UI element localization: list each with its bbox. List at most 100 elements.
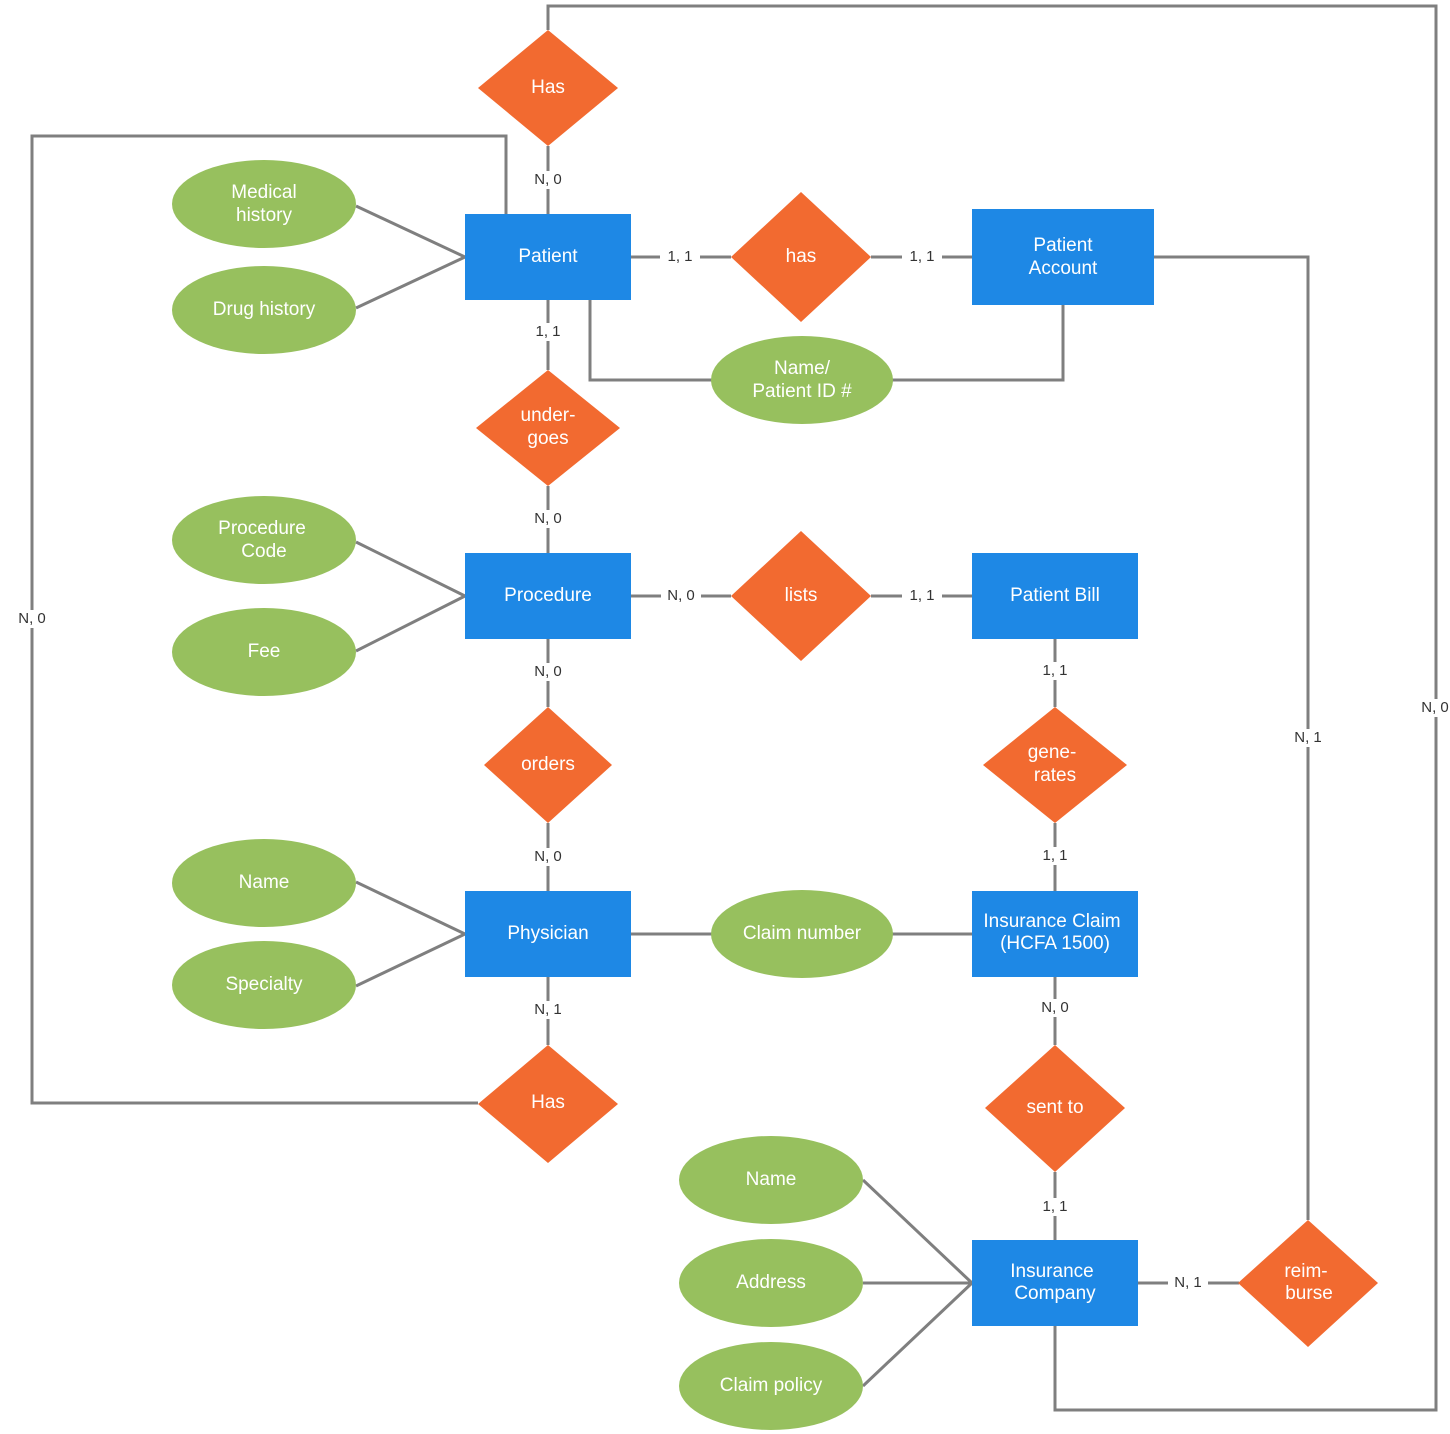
attribute-label: Patient ID # — [752, 381, 852, 402]
cardinality-label: 1, 1 — [660, 248, 700, 266]
relationship-label: Has — [531, 1092, 565, 1113]
relationship-label: rates — [1034, 765, 1076, 786]
svg-text:1, 1: 1, 1 — [1042, 1198, 1067, 1215]
connector-medical-history — [355, 204, 466, 259]
relationship-label: orders — [521, 754, 575, 775]
entities: Patient Patient Account Procedure Patien… — [465, 209, 1154, 1326]
entity-insurance-claim: Insurance Claim (HCFA 1500) — [972, 891, 1138, 977]
entity-label: (HCFA 1500) — [1000, 933, 1110, 954]
attribute-address: Address — [679, 1239, 863, 1327]
attribute-specialty: Specialty — [172, 941, 356, 1029]
relationship-has-top: Has — [478, 30, 618, 146]
connector-company-name — [861, 1178, 974, 1285]
attribute-drug-history: Drug history — [172, 266, 356, 354]
cardinality-label: N, 0 — [12, 610, 52, 628]
svg-text:1, 1: 1, 1 — [667, 248, 692, 265]
entity-label: Account — [1029, 258, 1098, 279]
relationship-orders: orders — [484, 707, 612, 823]
entity-label: Insurance Claim — [983, 911, 1120, 932]
relationship-label: gene- — [1028, 742, 1077, 763]
connector-account-reimburse — [1154, 255, 1310, 1220]
entity-label: Patient — [1033, 235, 1093, 256]
attribute-company-name: Name — [679, 1136, 863, 1224]
svg-text:N, 0: N, 0 — [534, 171, 562, 188]
relationship-label: burse — [1285, 1283, 1333, 1304]
relationship-label: lists — [785, 585, 818, 606]
cardinality-label: N, 1 — [1288, 729, 1328, 747]
attribute-label: Code — [241, 541, 286, 562]
svg-text:N, 0: N, 0 — [1421, 699, 1449, 716]
entity-label: Company — [1014, 1283, 1096, 1304]
entity-label: Procedure — [504, 585, 592, 606]
connector-specialty — [355, 932, 466, 988]
svg-text:1, 1: 1, 1 — [909, 587, 934, 604]
relationships: Has has under- goes lists orders gene- r… — [476, 30, 1378, 1347]
relationship-lists: lists — [731, 531, 871, 661]
cardinality-label: N, 1 — [528, 1001, 568, 1019]
relationship-sent-to: sent to — [985, 1045, 1125, 1172]
relationship-label: has — [786, 246, 817, 267]
relationship-label: reim- — [1284, 1261, 1327, 1282]
attribute-name-patient-id: Name/ Patient ID # — [711, 336, 893, 424]
entity-patient-bill: Patient Bill — [972, 553, 1138, 639]
cardinality-label: 1, 1 — [1035, 847, 1075, 865]
connector-procedure-code — [355, 540, 466, 598]
cardinality-label: N, 0 — [1035, 999, 1075, 1017]
relationship-label: goes — [527, 428, 568, 449]
entity-label: Physician — [507, 923, 588, 944]
attribute-claim-policy: Claim policy — [679, 1342, 863, 1430]
cardinality-label: 1, 1 — [528, 323, 568, 341]
svg-text:N, 0: N, 0 — [667, 587, 695, 604]
relationship-has-bottom: Has — [478, 1045, 618, 1163]
cardinalities: N, 0 1, 1 1, 1 1, 1 N, 0 N, 0 1, 1 N, 0 — [12, 171, 1450, 1292]
connector-fee — [355, 594, 466, 653]
attribute-label: Claim number — [743, 923, 862, 944]
relationship-reimburse: reim- burse — [1238, 1220, 1378, 1347]
entity-patient: Patient — [465, 214, 631, 300]
entity-label: Insurance — [1010, 1261, 1093, 1282]
svg-text:N, 0: N, 0 — [534, 848, 562, 865]
svg-text:N, 0: N, 0 — [1041, 999, 1069, 1016]
attribute-label: Address — [736, 1272, 806, 1293]
connector-account-id-attr — [891, 305, 1065, 382]
attribute-label: history — [236, 205, 292, 226]
attribute-fee: Fee — [172, 608, 356, 696]
svg-text:N, 1: N, 1 — [1174, 1274, 1202, 1291]
svg-text:N, 1: N, 1 — [534, 1001, 562, 1018]
attribute-label: Name — [746, 1169, 797, 1190]
connector-left-loop — [30, 134, 508, 1105]
attribute-label: Name — [239, 872, 290, 893]
cardinality-label: N, 0 — [661, 587, 701, 605]
svg-text:1, 1: 1, 1 — [535, 323, 560, 340]
relationship-generates: gene- rates — [983, 707, 1127, 823]
entity-procedure: Procedure — [465, 553, 631, 639]
cardinality-label: 1, 1 — [902, 587, 942, 605]
cardinality-label: N, 0 — [528, 510, 568, 528]
attribute-label: Specialty — [225, 974, 303, 995]
entity-insurance-company: Insurance Company — [972, 1240, 1138, 1326]
attribute-physician-name: Name — [172, 839, 356, 927]
attribute-claim-number: Claim number — [711, 890, 893, 978]
cardinality-label: N, 0 — [528, 171, 568, 189]
svg-text:N, 0: N, 0 — [534, 663, 562, 680]
attribute-label: Fee — [248, 641, 281, 662]
cardinality-label: N, 0 — [1416, 699, 1450, 717]
connector-patient-id-attr — [588, 300, 712, 382]
svg-text:1, 1: 1, 1 — [1042, 847, 1067, 864]
cardinality-label: N, 0 — [528, 663, 568, 681]
entity-label: Patient Bill — [1010, 585, 1100, 606]
entity-label: Patient — [518, 246, 578, 267]
svg-text:N, 0: N, 0 — [534, 510, 562, 527]
relationship-label: Has — [531, 77, 565, 98]
cardinality-label: N, 0 — [528, 848, 568, 866]
cardinality-label: 1, 1 — [1035, 662, 1075, 680]
svg-text:N, 0: N, 0 — [18, 610, 46, 627]
relationship-label: sent to — [1026, 1097, 1083, 1118]
cardinality-label: 1, 1 — [1035, 1198, 1075, 1216]
connector-claim-policy — [861, 1281, 974, 1388]
attribute-label: Procedure — [218, 518, 306, 539]
attribute-label: Name/ — [774, 358, 831, 379]
attribute-procedure-code: Procedure Code — [172, 496, 356, 584]
attribute-label: Drug history — [213, 299, 316, 320]
